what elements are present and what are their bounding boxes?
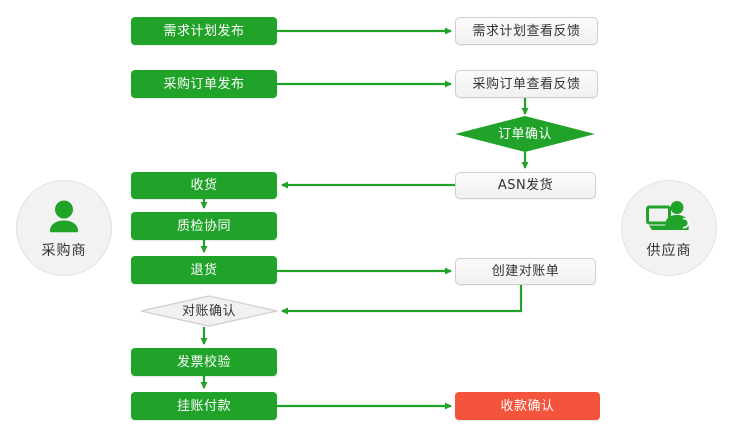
edge-n10-n11 — [281, 284, 523, 315]
node-statement-confirm-label: 对账确认 — [181, 303, 236, 319]
node-goods-receipt[interactable]: 收货 — [131, 172, 277, 199]
node-payment-posting[interactable]: 挂账付款 — [131, 392, 277, 420]
node-quality-inspection[interactable]: 质检协同 — [131, 212, 277, 240]
node-invoice-verify[interactable]: 发票校验 — [131, 348, 277, 376]
node-order-confirm[interactable]: 订单确认 — [455, 116, 595, 152]
node-demand-plan-review[interactable]: 需求计划查看反馈 — [455, 17, 598, 45]
actor-buyer[interactable]: 采购商 — [16, 180, 112, 276]
node-receipt-confirm[interactable]: 收款确认 — [455, 392, 600, 420]
node-return-goods[interactable]: 退货 — [131, 256, 277, 284]
node-statement-confirm[interactable]: 对账确认 — [140, 295, 278, 327]
node-purchase-order-review[interactable]: 采购订单查看反馈 — [455, 70, 598, 98]
actor-supplier[interactable]: 供应商 — [621, 180, 717, 276]
node-asn-shipment[interactable]: ASN发货 — [455, 172, 596, 199]
node-purchase-order-publish[interactable]: 采购订单发布 — [131, 70, 277, 98]
computer-user-icon — [646, 196, 692, 236]
person-icon — [41, 196, 87, 236]
node-order-confirm-label: 订单确认 — [497, 126, 552, 142]
actor-buyer-label: 采购商 — [41, 243, 87, 259]
node-create-statement[interactable]: 创建对账单 — [455, 258, 596, 285]
actor-supplier-label: 供应商 — [646, 243, 692, 259]
node-demand-plan-publish[interactable]: 需求计划发布 — [131, 17, 277, 45]
